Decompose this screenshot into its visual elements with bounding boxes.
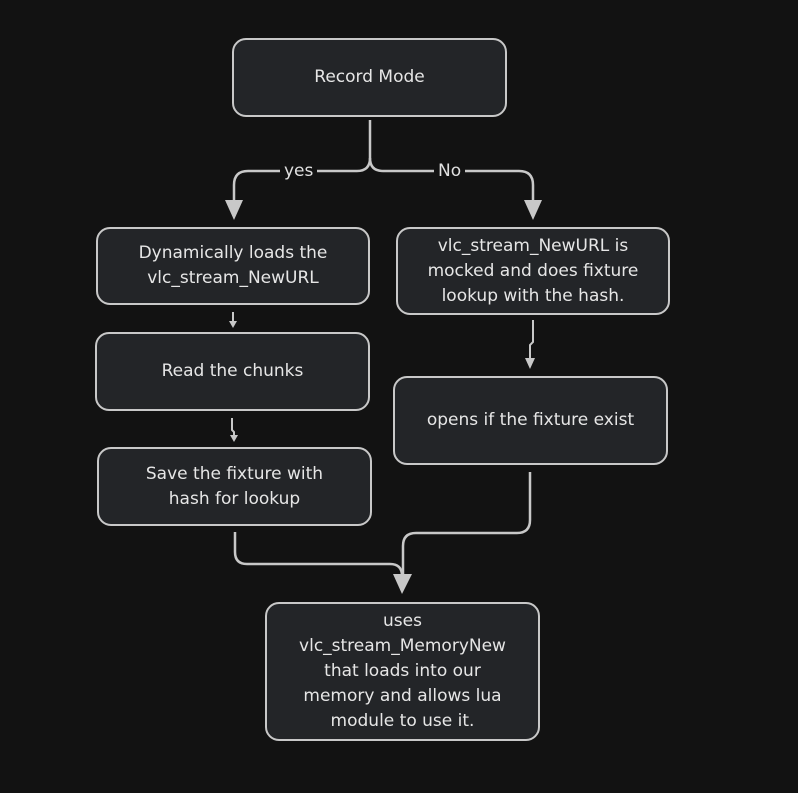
edge-load-to-read-arrowhead <box>229 321 237 328</box>
edge-save-to-memory <box>233 532 404 578</box>
edge-to-memory-arrowhead <box>393 574 412 594</box>
edge-opens-to-memory <box>401 472 532 578</box>
node-dynamic-load: Dynamically loads the vlc_stream_NewURL <box>96 227 370 305</box>
node-memory-new: uses vlc_stream_MemoryNew that loads int… <box>265 602 540 741</box>
edge-no-arrowhead <box>524 200 542 220</box>
node-read-chunks: Read the chunks <box>95 332 370 411</box>
edge-read-to-save <box>231 418 235 437</box>
edge-yes-arrowhead <box>225 200 243 220</box>
edge-yes <box>232 157 372 204</box>
node-record-mode: Record Mode <box>232 38 507 117</box>
node-save-fixture: Save the fixture with hash for lookup <box>97 447 372 526</box>
node-opens-fixture: opens if the fixture exist <box>393 376 668 465</box>
edge-label-yes: yes <box>280 161 318 181</box>
edge-no <box>368 157 535 204</box>
edge-mocked-to-opens <box>529 320 534 360</box>
node-mocked-lookup: vlc_stream_NewURL is mocked and does fix… <box>396 227 670 315</box>
edge-mocked-to-opens-arrowhead <box>525 358 535 369</box>
edge-read-to-save-arrowhead <box>230 435 238 442</box>
edge-label-no: No <box>434 161 466 181</box>
